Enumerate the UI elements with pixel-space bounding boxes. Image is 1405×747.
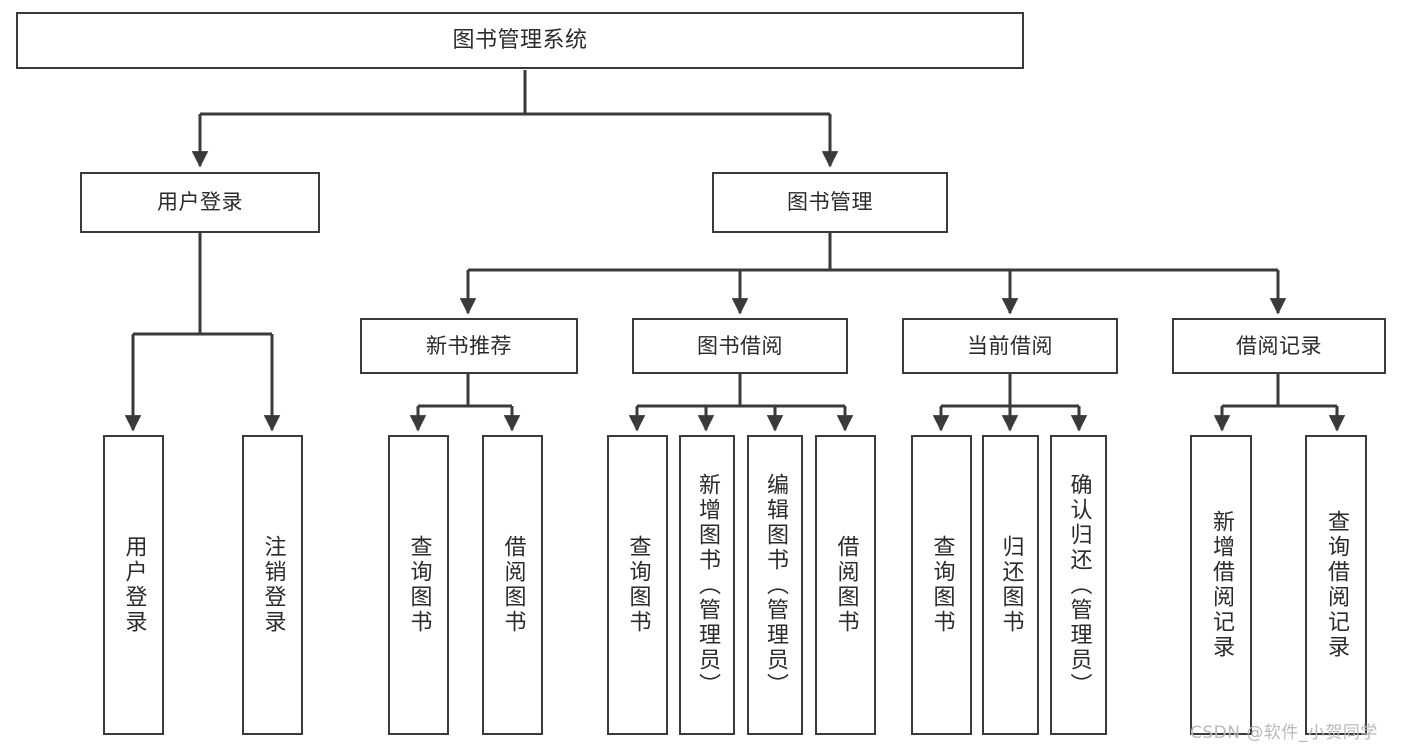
node-leaf-borrow-book-1[interactable]: 借阅图书: [482, 435, 543, 735]
node-book-borrow-label: 图书借阅: [697, 333, 783, 358]
node-leaf-return-book[interactable]: 归还图书: [982, 435, 1039, 735]
node-root-label: 图书管理系统: [452, 27, 588, 53]
node-book-borrow[interactable]: 图书借阅: [632, 318, 848, 374]
node-new-book-recommend[interactable]: 新书推荐: [360, 318, 578, 374]
node-root[interactable]: 图书管理系统: [16, 12, 1024, 69]
node-leaf-query-book-3[interactable]: 查询图书: [911, 435, 972, 735]
node-leaf-query-book-1-label: 查询图书: [406, 535, 432, 635]
csdn-watermark: CSDN @软件_小贺同学: [1190, 723, 1378, 743]
node-leaf-borrow-book-2-label: 借阅图书: [833, 535, 859, 635]
node-leaf-borrow-book-1-label: 借阅图书: [500, 535, 526, 635]
node-leaf-return-book-label: 归还图书: [998, 535, 1024, 635]
node-leaf-add-book-label: 新增图书（管理员）: [695, 472, 720, 698]
node-user-login[interactable]: 用户登录: [80, 172, 320, 233]
node-book-manage-label: 图书管理: [787, 190, 873, 215]
node-leaf-user-logout-label: 注销登录: [260, 535, 286, 635]
node-leaf-user-login[interactable]: 用户登录: [103, 435, 164, 735]
node-leaf-query-book-3-label: 查询图书: [929, 535, 955, 635]
node-leaf-user-login-label: 用户登录: [121, 535, 147, 635]
node-leaf-query-book-2[interactable]: 查询图书: [607, 435, 668, 735]
node-borrow-record-label: 借阅记录: [1236, 333, 1322, 358]
node-user-login-label: 用户登录: [157, 190, 243, 215]
node-leaf-query-record[interactable]: 查询借阅记录: [1305, 435, 1367, 735]
node-book-manage[interactable]: 图书管理: [712, 172, 948, 233]
node-leaf-add-record[interactable]: 新增借阅记录: [1190, 435, 1252, 735]
node-leaf-user-logout[interactable]: 注销登录: [242, 435, 303, 735]
node-leaf-query-record-label: 查询借阅记录: [1324, 510, 1349, 660]
node-leaf-borrow-book-2[interactable]: 借阅图书: [815, 435, 876, 735]
node-new-book-recommend-label: 新书推荐: [426, 333, 512, 358]
node-leaf-query-book-1[interactable]: 查询图书: [388, 435, 449, 735]
node-borrow-record[interactable]: 借阅记录: [1172, 318, 1386, 374]
node-leaf-query-book-2-label: 查询图书: [625, 535, 651, 635]
node-leaf-confirm-return-label: 确认归还（管理员）: [1066, 472, 1092, 698]
node-leaf-edit-book[interactable]: 编辑图书（管理员）: [747, 435, 803, 735]
node-leaf-add-record-label: 新增借阅记录: [1209, 510, 1234, 660]
node-leaf-edit-book-label: 编辑图书（管理员）: [763, 472, 788, 698]
node-current-borrow-label: 当前借阅: [967, 333, 1053, 358]
node-current-borrow[interactable]: 当前借阅: [902, 318, 1118, 374]
node-leaf-confirm-return[interactable]: 确认归还（管理员）: [1050, 435, 1107, 735]
node-leaf-add-book[interactable]: 新增图书（管理员）: [679, 435, 735, 735]
